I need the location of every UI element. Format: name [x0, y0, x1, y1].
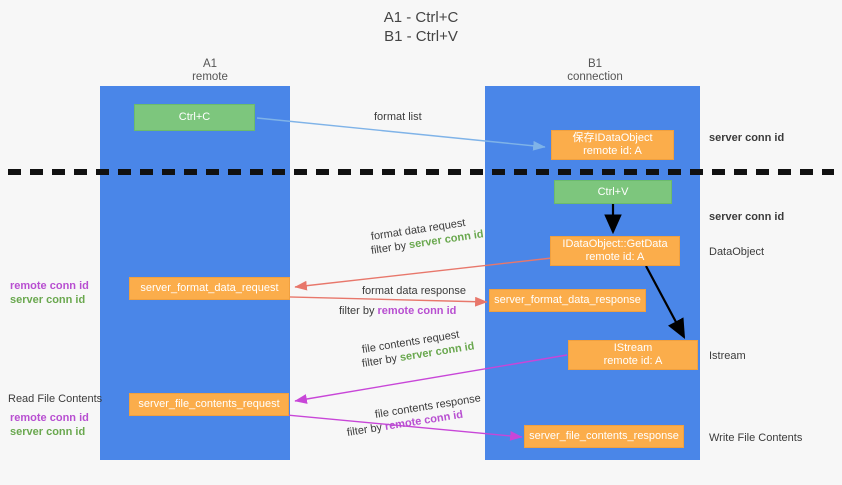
box-getdata-sub: remote id: A: [585, 251, 645, 263]
box-istream-sub: remote id: A: [603, 355, 663, 367]
box-server-format-data-response[interactable]: server_format_data_response: [489, 289, 646, 312]
filter-prefix: filter by: [346, 421, 386, 439]
page-title: A1 - Ctrl+C B1 - Ctrl+V: [0, 8, 842, 46]
label-format-data-response-filter: filter by remote conn id: [339, 305, 456, 317]
box-save-idataobject-sub: remote id: A: [583, 145, 642, 157]
box-server-format-data-request-label: server_format_data_request: [140, 282, 279, 294]
left-label-remote-conn-id-2: remote conn id: [10, 412, 89, 424]
label-format-data-response: format data response: [362, 285, 466, 297]
box-ctrl-c[interactable]: Ctrl+C: [134, 104, 255, 131]
box-ctrl-v[interactable]: Ctrl+V: [554, 180, 672, 204]
box-save-idataobject-label: 保存IDataObject: [572, 132, 653, 144]
left-label-group-format: remote conn id server conn id: [10, 279, 89, 307]
box-ctrl-c-label: Ctrl+C: [178, 111, 211, 123]
left-label-group-file: remote conn id server conn id: [10, 411, 89, 439]
lane-a1-sub: remote: [192, 71, 228, 83]
label-format-data-request-group: format data request filter by server con…: [370, 217, 485, 257]
left-label-server-conn-id-2: server conn id: [10, 426, 86, 438]
box-server-format-data-request[interactable]: server_format_data_request: [129, 277, 290, 300]
lane-header-a1: A1 remote: [120, 58, 300, 84]
right-label-server-conn-id-2: server conn id: [709, 211, 785, 223]
label-file-contents-request-group: file contents request filter by server c…: [361, 329, 476, 370]
left-label-remote-conn-id-1: remote conn id: [10, 280, 89, 292]
right-label-istream: Istream: [709, 350, 746, 362]
left-label-server-conn-id-1: server conn id: [10, 294, 86, 306]
title-line-2: B1 - Ctrl+V: [384, 28, 458, 45]
box-istream-label: IStream: [613, 342, 653, 354]
right-label-server-conn-id-1: server conn id: [709, 132, 785, 144]
box-ctrl-v-label: Ctrl+V: [597, 185, 629, 198]
box-server-format-data-response-label: server_format_data_response: [494, 294, 641, 306]
title-line-1: A1 - Ctrl+C: [383, 9, 459, 26]
box-istream[interactable]: IStream remote id: A: [568, 340, 698, 370]
lane-b1-name: B1: [587, 58, 603, 70]
lane-b1-sub: connection: [567, 71, 623, 83]
box-getdata-label: IDataObject::GetData: [562, 238, 668, 250]
box-server-file-contents-request[interactable]: server_file_contents_request: [129, 393, 289, 416]
box-idataobject-getdata[interactable]: IDataObject::GetData remote id: A: [550, 236, 680, 266]
right-label-write-file-contents: Write File Contents: [709, 432, 803, 444]
lane-a1-name: A1: [202, 58, 218, 70]
filter-key-remote-conn-id: remote conn id: [377, 305, 457, 317]
label-file-contents-response-group: file contents response filter by remote …: [346, 392, 482, 439]
box-server-file-contents-request-label: server_file_contents_request: [138, 398, 280, 410]
label-format-list: format list: [374, 111, 422, 123]
box-save-idataobject[interactable]: 保存IDataObject remote id: A: [551, 130, 674, 160]
box-server-file-contents-response[interactable]: server_file_contents_response: [524, 425, 684, 448]
filter-prefix: filter by: [339, 305, 378, 317]
left-label-read-file-contents: Read File Contents: [8, 393, 103, 405]
lane-header-b1: B1 connection: [505, 58, 685, 84]
right-label-dataobject: DataObject: [709, 246, 765, 258]
box-server-file-contents-response-label: server_file_contents_response: [529, 430, 679, 442]
